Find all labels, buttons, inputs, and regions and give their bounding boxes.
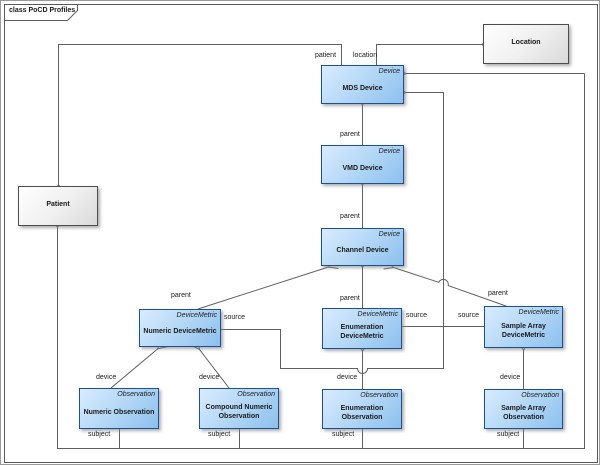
role-label-subject-sample-obs: subject <box>497 431 520 438</box>
class-name: Channel Device <box>336 247 389 254</box>
assoc-subject-bus-line <box>52 73 585 449</box>
class-name: Numeric Observation <box>83 408 155 416</box>
stereotype: DeviceMetric <box>176 312 217 319</box>
diagram-title: class PoCD Profiles <box>9 7 76 14</box>
class-name: Enumeration DeviceMetric <box>340 324 384 340</box>
stereotype: DeviceMetric <box>357 311 398 318</box>
class-numeric-devicemetric[interactable]: DeviceMetric Numeric DeviceMetric <box>139 309 221 347</box>
role-label-parent-vmd: parent <box>340 131 360 138</box>
class-patient[interactable]: Patient <box>18 186 98 226</box>
class-name: Location <box>511 39 541 46</box>
role-label-source-sample-dm: source <box>458 312 480 319</box>
role-label-subject-compound-obs: subject <box>208 431 231 438</box>
stereotype: Device <box>378 231 400 238</box>
stereotype: Device <box>378 148 400 155</box>
assoc-patient-line <box>53 44 342 194</box>
role-label-device-numeric-obs: device <box>96 374 117 381</box>
stereotype: Observation <box>237 391 275 398</box>
role-label-parent-numeric-dm: parent <box>171 292 191 299</box>
class-vmd-device[interactable]: Device VMD Device <box>321 145 404 184</box>
class-mds-device[interactable]: Device MDS Device <box>321 65 404 104</box>
role-label-patient: patient <box>315 52 337 59</box>
class-enumeration-observation[interactable]: Observation Enumeration Observation <box>322 389 402 429</box>
stereotype: Observation <box>360 392 398 399</box>
class-name: VMD Device <box>342 164 383 172</box>
diagram-frame-tab <box>4 4 78 21</box>
class-name: Compound Numeric Observation <box>205 404 273 420</box>
role-label-parent-enum-dm: parent <box>340 295 360 302</box>
class-name: MDS Device <box>342 84 383 92</box>
class-channel-device[interactable]: Device Channel Device <box>321 228 404 266</box>
role-label-device-sample-obs: device <box>500 374 521 381</box>
role-label-source-numeric-dm: source <box>224 314 246 321</box>
role-label-device-enum-obs: device <box>337 374 358 381</box>
class-location[interactable]: Location <box>483 24 569 64</box>
assoc-parent-numeric-dm-line <box>197 259 339 310</box>
role-label-subject-numeric-obs: subject <box>88 431 111 438</box>
assoc-parent-sample-dm-line <box>383 260 507 307</box>
class-name: Numeric DeviceMetric <box>143 328 217 335</box>
class-sample-array-devicemetric[interactable]: DeviceMetric Sample Array DeviceMetric <box>484 306 563 348</box>
role-label-parent-sample-dm: parent <box>488 290 508 297</box>
class-name: Sample Array Observation <box>501 404 546 421</box>
role-label-subject-enum-obs: subject <box>332 431 355 438</box>
class-compound-numeric-observation[interactable]: Observation Compound Numeric Observation <box>199 388 279 429</box>
diagram-frame <box>4 4 598 463</box>
role-label-source-enum-dm: source <box>406 312 428 319</box>
class-numeric-observation[interactable]: Observation Numeric Observation <box>79 388 159 429</box>
class-name: Sample Array DeviceMetric <box>501 322 546 339</box>
class-name: Patient <box>46 201 70 208</box>
assoc-device-numeric-obs-line <box>110 339 168 389</box>
role-label-parent-channel: parent <box>340 213 360 220</box>
stereotype: Device <box>378 68 400 75</box>
stereotype: DeviceMetric <box>518 309 559 316</box>
class-sample-array-observation[interactable]: Observation Sample Array Observation <box>484 389 563 429</box>
assoc-device-compound-obs-line <box>190 339 230 389</box>
assoc-location-line <box>376 39 491 65</box>
stereotype: Observation <box>117 391 155 398</box>
role-label-device-compound-obs: device <box>199 374 220 381</box>
stereotype: Observation <box>521 392 559 399</box>
role-label-location: location <box>353 52 378 59</box>
class-enumeration-devicemetric[interactable]: DeviceMetric Enumeration DeviceMetric <box>322 308 402 349</box>
class-name: Enumeration Observation <box>340 404 384 421</box>
